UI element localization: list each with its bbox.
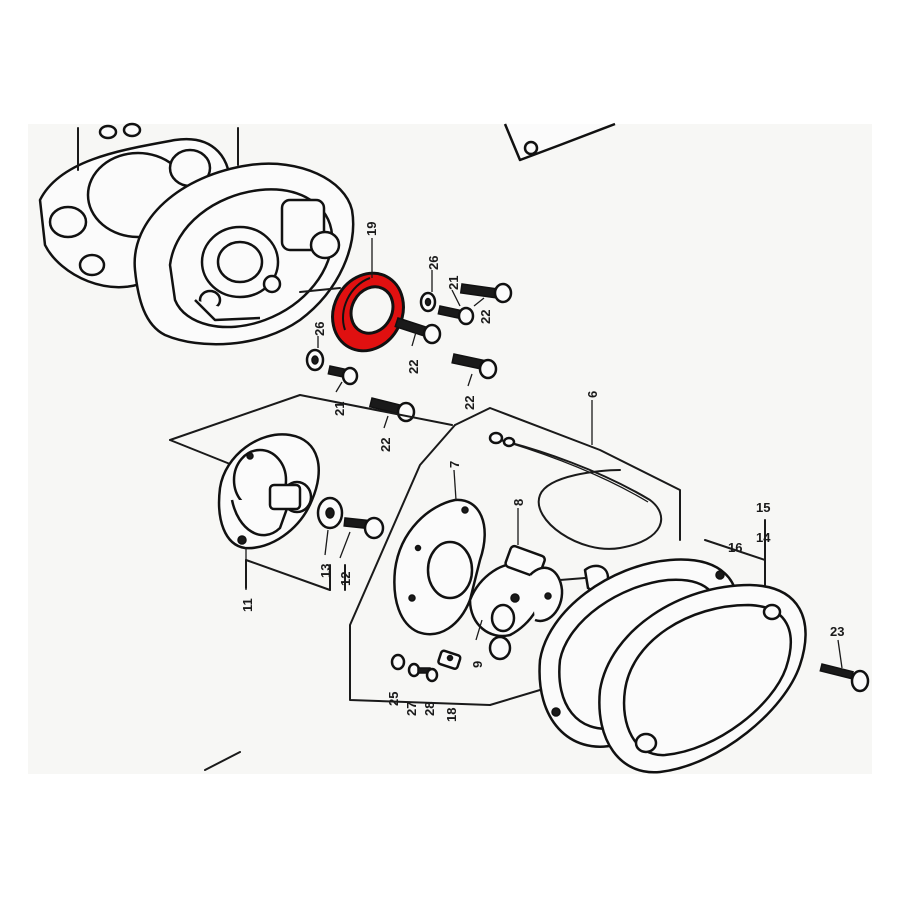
- screw-21-left: [327, 365, 359, 386]
- leader-lines: [245, 238, 843, 669]
- screw-23: [819, 663, 870, 693]
- contact-points-assembly: [468, 544, 564, 661]
- callout-6: 6: [585, 391, 600, 398]
- gasket-plate: [38, 122, 239, 289]
- callout-13: 13: [318, 564, 333, 578]
- stray-mark: [204, 751, 241, 771]
- callout-14: 14: [756, 530, 771, 545]
- callout-22-mid: 22: [406, 360, 421, 374]
- callout-22-lower: 22: [378, 438, 393, 452]
- bolt-22-right: [451, 353, 498, 380]
- oil-seal-part-19: [331, 271, 405, 353]
- callout-15: 15: [756, 500, 770, 515]
- small-parts-lower: [390, 649, 462, 683]
- callout-9: 9: [470, 661, 485, 668]
- bolt-22-lower: [368, 397, 416, 423]
- callout-28: 28: [422, 702, 437, 716]
- washer-13: [316, 496, 344, 530]
- callout-21-left: 21: [332, 402, 347, 416]
- point-cover-part-14: [598, 583, 807, 774]
- callout-11: 11: [240, 598, 255, 612]
- bolt-22-top: [459, 282, 513, 304]
- callout-21-top: 21: [446, 276, 461, 290]
- bolt-12: [343, 516, 385, 540]
- callout-18: 18: [444, 708, 459, 722]
- callout-8-top: 8: [511, 499, 526, 506]
- spark-advancer-part-11: [217, 433, 320, 550]
- bolt-22-mid: [394, 317, 442, 345]
- callout-25: 25: [386, 692, 401, 706]
- callout-26-left: 26: [312, 322, 327, 336]
- callout-16: 16: [728, 540, 742, 555]
- washer-26-left: [305, 348, 325, 372]
- breaker-housing: [133, 162, 355, 346]
- callout-labels: 19 26 21 22 26 22 21 22 22 6 7 8 15 14 1…: [240, 222, 844, 722]
- cover-plate-fragment: [503, 122, 616, 162]
- bracket-lines-right: [349, 407, 766, 706]
- washer-26-top: [419, 291, 437, 313]
- breaker-base-plate-part-7: [393, 498, 486, 636]
- callout-26-top: 26: [426, 256, 441, 270]
- callout-19: 19: [364, 222, 379, 236]
- screw-21-top: [437, 305, 475, 326]
- callout-7: 7: [447, 461, 462, 468]
- callout-23: 23: [830, 624, 844, 639]
- callout-12: 12: [338, 572, 353, 586]
- callout-22-right: 22: [462, 396, 477, 410]
- callout-22-top: 22: [478, 310, 493, 324]
- callout-27: 27: [404, 702, 419, 716]
